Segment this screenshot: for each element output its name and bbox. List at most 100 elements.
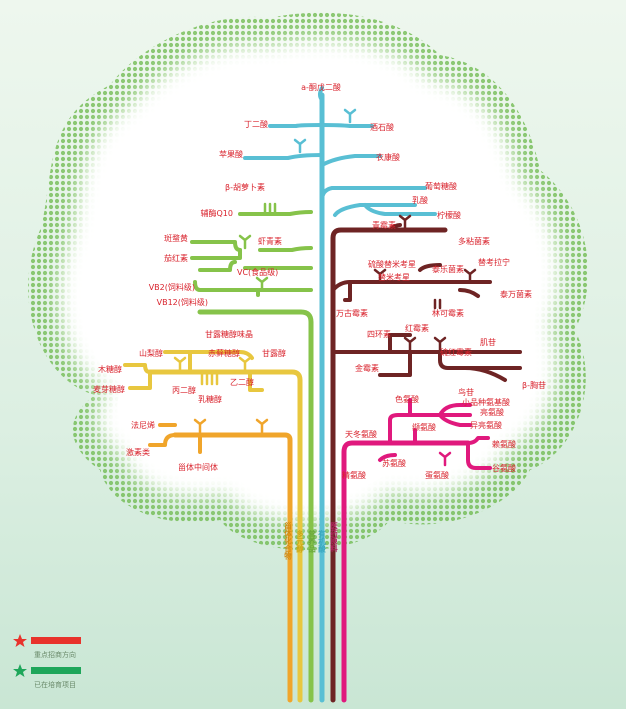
label-tylvalosin: 泰万菌素: [500, 289, 532, 299]
label-threonine: 苏氨酸: [382, 458, 406, 468]
label-vb12: VB12(饲料级): [157, 297, 208, 307]
branch-line: [466, 441, 492, 470]
tick-marks: [433, 298, 442, 310]
fork-mark: [373, 268, 387, 284]
label-tilmicosin-phosphate: 硫酸替米考星: [368, 259, 416, 269]
green-star-icon: [13, 664, 27, 677]
branch-line: [320, 186, 427, 202]
branch-line: [418, 263, 442, 272]
label-vb2: VB2(饲料级): [149, 282, 195, 292]
trunk-pink: [341, 440, 471, 703]
branch-line: [438, 403, 472, 417]
label-maltitol: 麦芽糖醇: [93, 384, 125, 394]
label-tetracycline: 四环素: [367, 329, 391, 339]
label-polymyxin: 多粘菌素: [458, 236, 490, 246]
label-valine: 缬氨酸: [412, 422, 436, 432]
trunk-label-steroid: 甾体化合物: [283, 521, 292, 561]
fork-mark: [293, 138, 307, 154]
label-tylosin: 泰乐菌素: [432, 264, 464, 274]
label-citric: 柠檬酸: [437, 210, 461, 220]
branch-line: [378, 350, 412, 377]
label-ethanediol: 乙二醇: [230, 377, 254, 387]
label-xylitol: 木糖醇: [98, 364, 122, 374]
branch-line: [198, 260, 237, 272]
label-minor-amino-acids: 小品种氨基酸: [462, 397, 510, 407]
branch-line: [463, 366, 507, 382]
fork-mark: [463, 268, 477, 284]
fork-mark: [433, 336, 447, 352]
branch-line: [388, 413, 472, 445]
trunk-label-polyol: 多元醇: [295, 529, 304, 554]
branch-line: [363, 203, 437, 216]
label-canthaxanthin: 斑蝥黄: [164, 233, 188, 243]
trunk-labels: 甾体化合物 多元醇 营养品 有机酸 医药原料: [283, 521, 338, 561]
trunk-label-organic-acid: 有机酸: [317, 529, 326, 554]
label-arginine: 精氨酸: [342, 470, 366, 480]
label-a-ketoglutaric: a-酮戊二酸: [301, 82, 341, 92]
label-guanosine: 鸟苷: [458, 387, 474, 397]
label-inosine: 肌苷: [480, 337, 496, 347]
label-itaconic: 衣康酸: [376, 152, 400, 162]
branch-line: [248, 370, 264, 392]
label-coq10: 辅酶Q10: [201, 208, 233, 218]
label-succinic: 丁二酸: [244, 119, 268, 129]
label-aspartic: 天冬氨酸: [345, 429, 377, 439]
legend-item-cultivating: 已在培育项目: [13, 664, 81, 689]
branch-line: [190, 248, 242, 260]
label-beta-thymidine: β-胸苷: [522, 380, 546, 390]
fork-mark: [398, 214, 412, 230]
trunk-label-nutrition: 营养品: [307, 529, 316, 554]
canopy-halo: [28, 12, 589, 550]
label-propanediol: 丙二醇: [172, 385, 196, 395]
branch-line: [343, 280, 352, 302]
branch-line: [333, 203, 417, 217]
branch-line: [378, 453, 397, 462]
label-teicoplanin: 替考拉宁: [478, 257, 510, 267]
label-farnesene: 法尼烯: [131, 420, 155, 430]
label-lactitol: 乳糖醇: [198, 394, 222, 404]
branch-line: [193, 280, 313, 292]
label-thioerythromycin: 硫红霉素: [440, 347, 472, 357]
fork-mark: [193, 418, 207, 434]
fork-mark: [403, 336, 417, 352]
branch-line: [438, 350, 522, 370]
trunk-orange: [172, 432, 293, 703]
branch-line: [318, 86, 324, 102]
label-tartaric: 酒石酸: [370, 122, 394, 132]
label-vancomycin: 万古霉素: [336, 308, 368, 318]
branch-line: [320, 154, 382, 167]
branch-line: [243, 153, 324, 160]
fork-mark: [238, 356, 252, 372]
fork-mark: [255, 418, 269, 434]
branch-line: [163, 350, 254, 360]
fork-mark: [343, 108, 357, 124]
branch-line: [238, 210, 313, 216]
label-tryptophan: 色氨酸: [395, 394, 419, 404]
label-steroid-intermediate: 甾体中间体: [178, 462, 218, 472]
branch-line: [258, 246, 313, 252]
label-chlortetracycline: 金霉素: [355, 363, 379, 373]
branch-line: [268, 123, 324, 128]
branch-line: [388, 333, 412, 354]
label-malic: 苹果酸: [219, 149, 243, 159]
legend-green-bar: [31, 667, 81, 674]
label-gluconic: 葡萄糖酸: [425, 181, 457, 191]
fork-mark: [438, 451, 452, 467]
fork-mark: [255, 276, 269, 292]
label-leucine: 亮氨酸: [480, 407, 504, 417]
trunk-darkred: [330, 227, 448, 703]
trunk-yellow: [147, 369, 303, 703]
label-mannitol-polyol: 甘露醇: [262, 348, 286, 358]
tree-branches: [123, 86, 522, 703]
tick-marks: [200, 370, 219, 386]
branch-line: [320, 123, 374, 128]
label-methionine: 蛋氨酸: [425, 470, 449, 480]
legend-item-key: 重点招商方向: [13, 634, 81, 659]
legend-label-key: 重点招商方向: [34, 650, 76, 659]
branch-line: [128, 370, 152, 390]
branch-line: [438, 413, 472, 427]
label-astaxanthin: 虾青素: [258, 236, 282, 246]
label-beta-carotene: β-胡萝卜素: [225, 182, 265, 192]
